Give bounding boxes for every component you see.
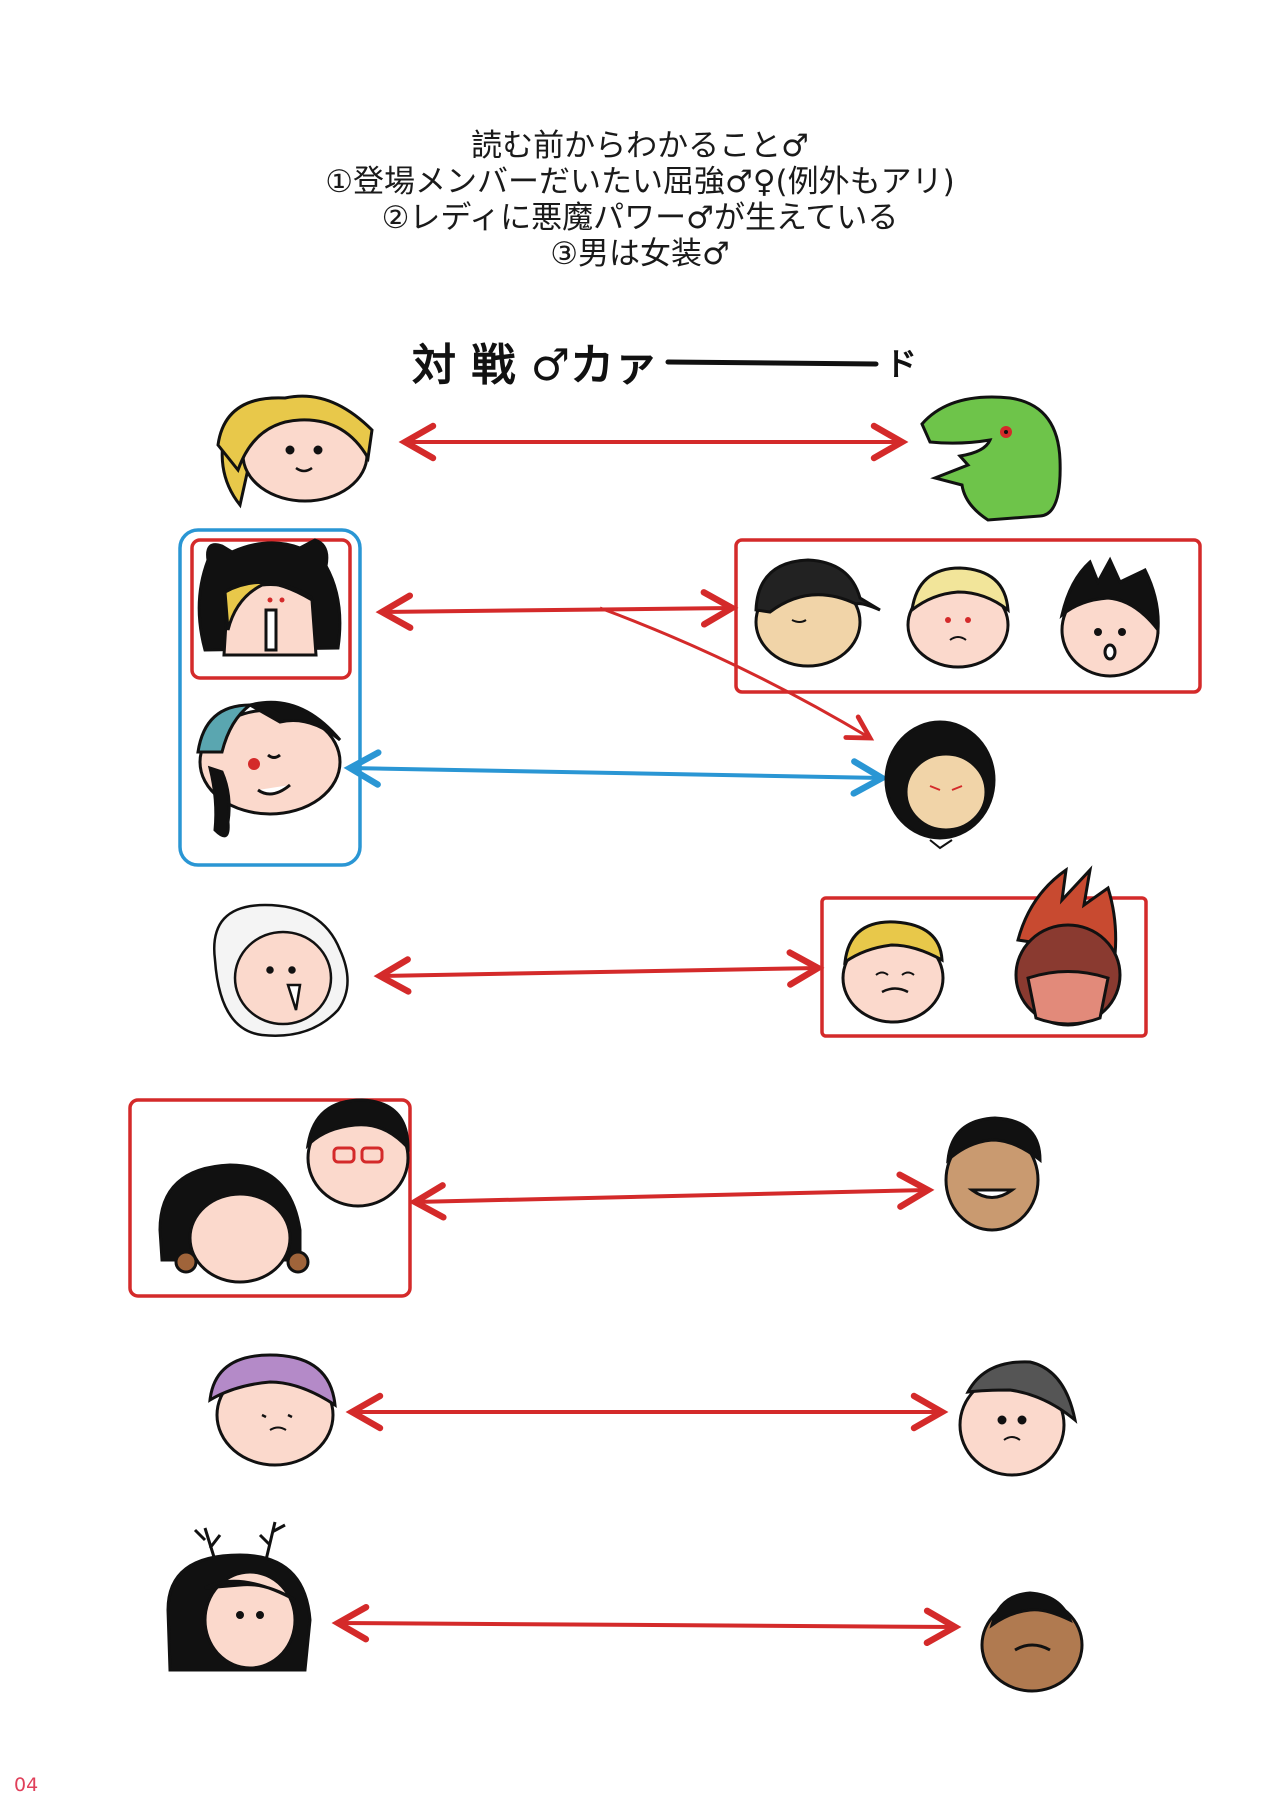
face-antler-girl-icon [166, 1521, 312, 1672]
heading-title: 対 戦 ♂カァ [412, 340, 658, 391]
face-blonde-mustache-icon [841, 920, 945, 1024]
face-purple-hair-icon [208, 1353, 337, 1467]
frame-blue-team [178, 528, 362, 867]
arrow-row-2-branch [599, 606, 875, 741]
face-glasses-man-icon [305, 1098, 410, 1208]
intro-line-3: ②レディに悪魔パワー♂が生えている [381, 200, 899, 236]
face-striped-cap-man-icon [958, 1360, 1078, 1477]
face-spiky-blonde-man-icon [906, 566, 1010, 669]
face-hooded-blonde-icon [197, 538, 342, 657]
intro-line-1: 読む前からわかること♂ [471, 128, 809, 164]
face-long-hair-woman-icon [158, 1163, 310, 1284]
arrow-row-5 [408, 1171, 935, 1221]
arrow-row-7 [331, 1603, 962, 1647]
face-tan-grinning-man-icon [944, 1116, 1042, 1232]
intro-line-2: ①登場メンバーだいたい屈強♂♀(例外もアリ) [325, 164, 955, 200]
face-red-flame-hair-masked-icon [1014, 865, 1122, 1027]
face-teal-bandana-icon [196, 700, 342, 838]
arrow-row-2 [375, 589, 739, 631]
face-black-hood-icon [884, 720, 996, 850]
arrow-row-3-blue [343, 749, 889, 797]
face-brown-mustache-man-icon [980, 1591, 1084, 1693]
arrow-row-4 [373, 949, 825, 995]
face-white-hair-icon [212, 903, 349, 1037]
face-green-dinosaur-icon [920, 395, 1062, 522]
heading-suffix: ド [885, 345, 917, 383]
intro-line-4: ③男は女装♂ [550, 236, 730, 272]
face-bandana-man-icon [754, 558, 881, 668]
page-number: 04 [14, 1774, 39, 1796]
intro-notes: 読む前からわかること♂ ①登場メンバーだいたい屈強♂♀(例外もアリ) ②レディに… [0, 128, 1280, 272]
face-black-spiky-man-icon [1059, 556, 1160, 678]
face-blonde-ponytail-icon [216, 394, 374, 509]
frame-red-single [190, 538, 352, 680]
heading-dash [665, 359, 879, 367]
